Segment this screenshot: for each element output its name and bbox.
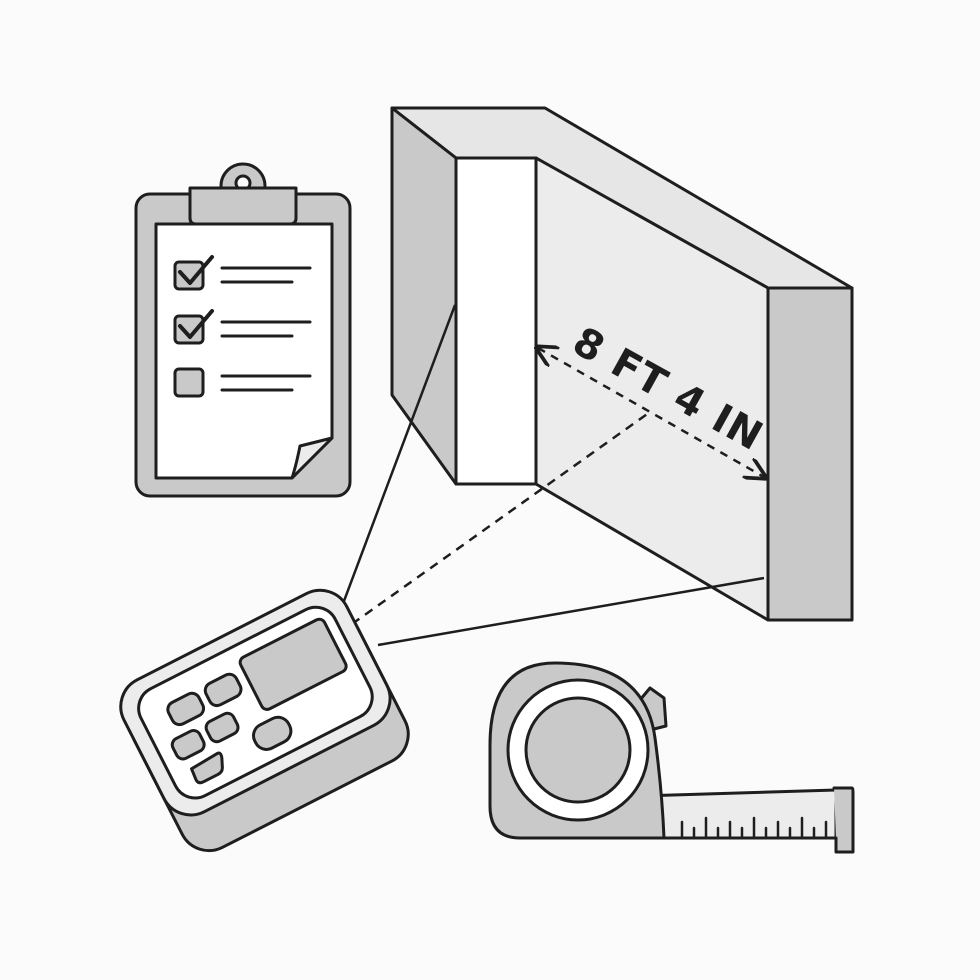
laser-beams (336, 304, 765, 647)
tape-end-hook (832, 786, 855, 854)
wall-opening-panel (454, 156, 538, 486)
laser-beam-upper (336, 304, 457, 618)
meter-button-6 (252, 715, 293, 751)
meter-screen (238, 617, 348, 711)
tape-ticks (680, 816, 828, 840)
tape-blade (638, 788, 838, 840)
tape-hub (524, 696, 632, 804)
clipboard-clip (188, 186, 298, 226)
laser-distance-meter-icon (119, 588, 410, 853)
wall-left-side (390, 106, 458, 486)
meter-button-3 (170, 729, 206, 761)
checklist-checkbox-3 (173, 367, 205, 398)
laser-beam-center (351, 410, 651, 626)
tape-measure-icon (488, 661, 855, 854)
meter-button-4 (204, 711, 240, 744)
laser-beam-lower (377, 576, 765, 647)
checklist-checkbox-1 (173, 260, 205, 291)
meter-button-1 (166, 691, 206, 727)
wall-right-side (766, 286, 854, 622)
checklist-checkbox-2 (173, 314, 205, 345)
measurement-dimension-line (538, 348, 764, 477)
meter-button-2 (203, 672, 243, 708)
wall-icon (390, 106, 854, 622)
clipboard-checklist-icon (134, 162, 352, 498)
check-mark-1 (178, 255, 214, 285)
paper-folded-corner (290, 436, 334, 480)
meter-button-5 (190, 751, 224, 785)
check-mark-2 (178, 309, 214, 339)
